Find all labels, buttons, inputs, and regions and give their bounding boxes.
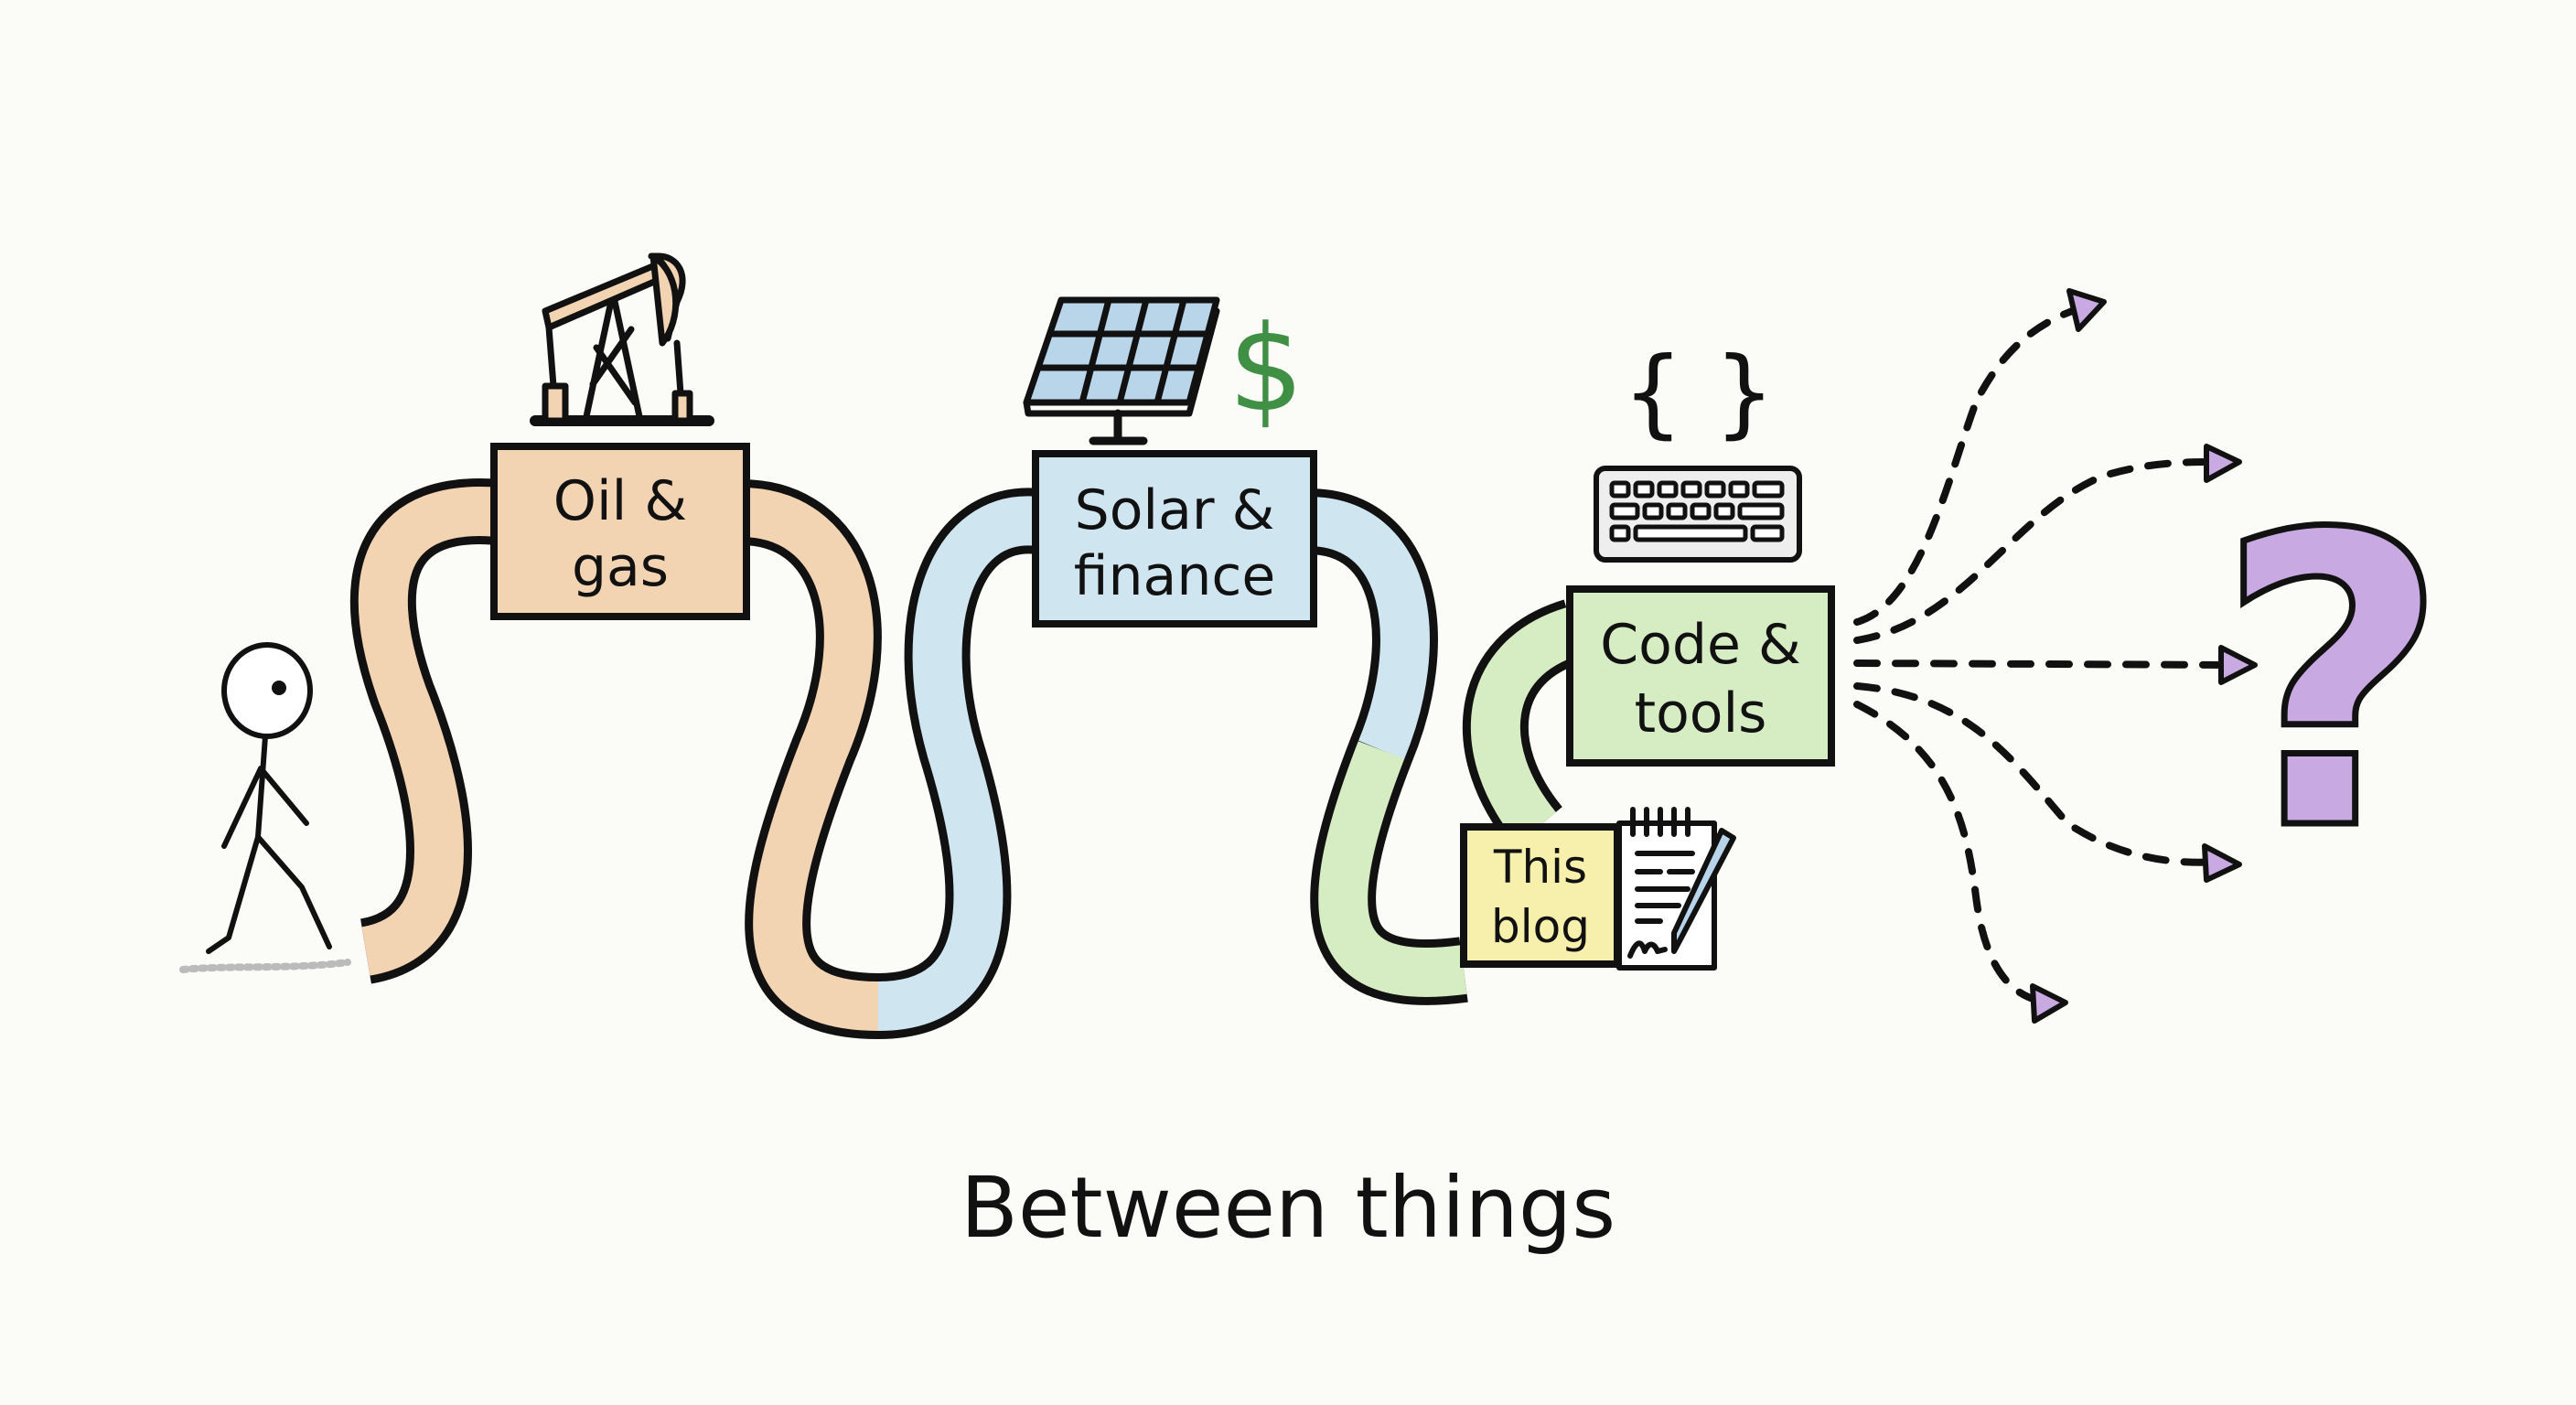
diagram-title: Between things (961, 1159, 1615, 1257)
arrowhead-icon (2204, 444, 2242, 483)
future-arrows (1853, 303, 2236, 1005)
arrowhead-icon (2066, 288, 2107, 332)
arrowheads (2030, 288, 2258, 1024)
dashed-arrow (1853, 701, 2048, 1005)
dashed-arrow (1853, 660, 2236, 669)
stick-figure (179, 642, 351, 973)
stage-code-tools: Code & tools (1566, 585, 1835, 767)
arrowhead-icon (2030, 983, 2068, 1024)
path-segment-solar-in (876, 496, 1041, 1031)
path-segment-oil-in (358, 487, 501, 976)
dashed-arrow (1853, 303, 2089, 626)
arrowhead-icon (2218, 645, 2258, 685)
stage-label-line2: blog (1491, 900, 1590, 953)
dollar-icon: $ (1229, 299, 1304, 438)
dashed-arrow (1853, 458, 2222, 644)
stage-label-line1: This (1493, 841, 1587, 894)
keyboard-icon (1594, 466, 1802, 563)
stage-label-line1: Solar & (1075, 478, 1275, 542)
dashed-arrow (1853, 682, 2222, 866)
stage-solar-finance: Solar & finance (1032, 450, 1317, 627)
stage-label-line1: Code & (1600, 613, 1800, 677)
stage-label-line2: finance (1074, 544, 1276, 608)
path-segment-oil-out (739, 488, 879, 1031)
winding-path (349, 478, 1584, 1040)
oil-pump-icon (530, 252, 714, 426)
stage-label-line2: gas (572, 535, 669, 599)
stage-oil-gas: Oil & gas (490, 443, 750, 620)
question-mark-icon: ? (2216, 450, 2449, 918)
path-segment-code (1470, 607, 1582, 844)
path-segment-solar-out (1306, 497, 1430, 760)
code-braces-icon: { } (1623, 337, 1776, 448)
solar-panel-icon (1023, 296, 1220, 445)
stage-label-line1: Oil & (553, 469, 687, 533)
arrowhead-icon (2202, 843, 2242, 883)
stage-label-line2: tools (1635, 681, 1767, 745)
stage-this-blog: This blog (1460, 823, 1621, 968)
path-segment-green (1318, 741, 1467, 997)
notepad-icon (1616, 807, 1736, 971)
